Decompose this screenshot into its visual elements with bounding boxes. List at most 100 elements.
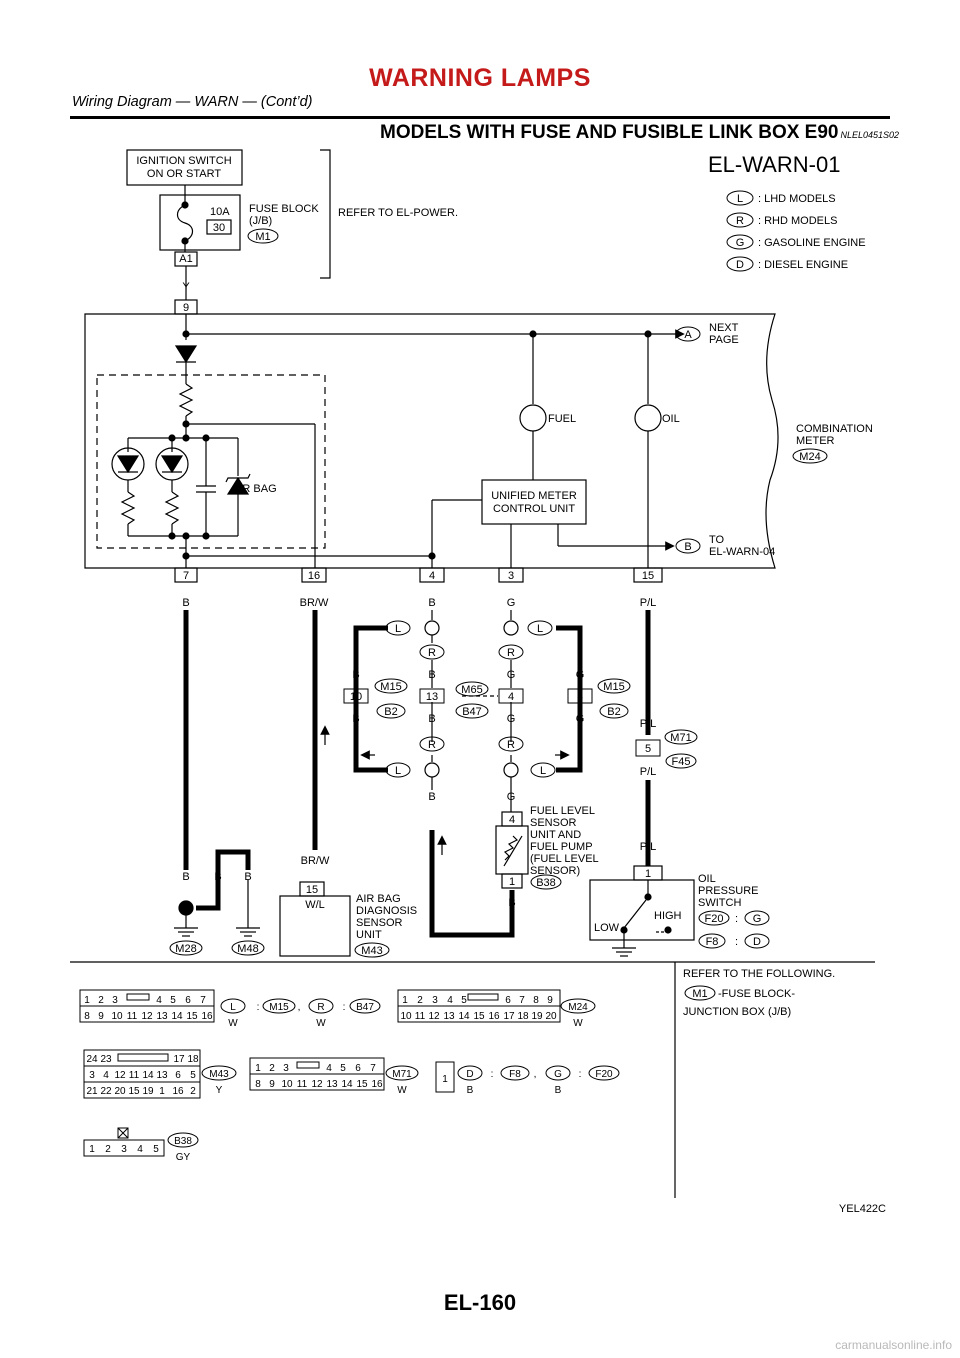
ignition-label-1: IGNITION SWITCH bbox=[136, 155, 231, 167]
diagram-id: EL-WARN-01 bbox=[708, 152, 840, 177]
refer-text: -FUSE BLOCK- bbox=[718, 988, 795, 1000]
c3-r3-1: 21 bbox=[86, 1086, 98, 1097]
c2-b-6: 15 bbox=[473, 1011, 485, 1022]
c2-t-3: 3 bbox=[432, 995, 438, 1006]
oil-d: D bbox=[753, 936, 761, 948]
wire-color-y: Y bbox=[182, 281, 190, 293]
fuel-lamp-label: FUEL bbox=[548, 413, 576, 425]
c3-conn: M43 bbox=[209, 1069, 229, 1080]
section-code: NLEL0451S02 bbox=[840, 130, 900, 140]
c3-r3-6: 1 bbox=[159, 1086, 165, 1097]
pin-3: 3 bbox=[508, 570, 514, 582]
c2-conn: M24 bbox=[568, 1002, 588, 1013]
to-warn-2: EL-WARN-04 bbox=[709, 546, 775, 558]
airbag-unit-box bbox=[279, 895, 351, 957]
c1-t-1: 1 bbox=[84, 995, 90, 1006]
legend: L : LHD MODELS R : RHD MODELS G : GASOLI… bbox=[726, 190, 866, 272]
c2-t-4: 4 bbox=[447, 995, 453, 1006]
wire-color-pin4: B bbox=[428, 597, 435, 609]
c5-colon-2: : bbox=[579, 1069, 582, 1080]
harness-r-2: R bbox=[428, 739, 436, 751]
c2-b-10: 19 bbox=[531, 1011, 543, 1022]
harness-g-4: G bbox=[576, 713, 585, 725]
c2-b-1: 10 bbox=[400, 1011, 412, 1022]
oil-colon-2: : bbox=[735, 936, 738, 948]
unified-meter-box bbox=[481, 479, 587, 525]
fuse-block-label-2: (J/B) bbox=[249, 215, 272, 227]
c1-t-3: 3 bbox=[112, 995, 118, 1006]
c1-b-3: 10 bbox=[111, 1011, 123, 1022]
legend-text-d: : DIESEL ENGINE bbox=[758, 259, 848, 271]
next-page-symbol: A bbox=[684, 329, 692, 341]
connector-m43: 24 23 17 18 3 4 12 11 14 13 6 5 21 22 20… bbox=[83, 1049, 237, 1099]
c1-b-7: 14 bbox=[171, 1011, 183, 1022]
unified-label-1: UNIFIED METER bbox=[491, 490, 577, 502]
legend-symbol-g: G bbox=[736, 237, 745, 249]
c3-r2-6: 13 bbox=[156, 1070, 168, 1081]
next-page-2: PAGE bbox=[709, 334, 739, 346]
c3-color: Y bbox=[216, 1085, 223, 1096]
conn-m24: M24 bbox=[799, 451, 820, 463]
c2-t-9: 9 bbox=[547, 995, 553, 1006]
conn-m1: M1 bbox=[255, 231, 270, 243]
harness-f45: F45 bbox=[672, 756, 691, 768]
a1-label: A1 bbox=[179, 253, 192, 265]
ground-b-3: B bbox=[244, 871, 251, 883]
c2-b-9: 18 bbox=[517, 1011, 529, 1022]
c6-color: GY bbox=[176, 1152, 191, 1163]
c3-r2-7: 6 bbox=[175, 1070, 181, 1081]
refer-power: REFER TO EL-POWER. bbox=[338, 207, 458, 219]
c1-b-5: 12 bbox=[141, 1011, 153, 1022]
harness-m71: M71 bbox=[670, 732, 691, 744]
harness-pl-3: P/L bbox=[640, 841, 657, 853]
harness-b2-right: B2 bbox=[607, 706, 620, 718]
ground-m28: M28 bbox=[175, 943, 196, 955]
c4-b-9: 16 bbox=[371, 1079, 383, 1090]
connector-b38: 1 2 3 4 5 B38 GY bbox=[83, 1127, 199, 1163]
legend-symbol-r: R bbox=[736, 215, 744, 227]
c3-r2-4: 11 bbox=[129, 1070, 140, 1081]
harness-m15-right: M15 bbox=[603, 681, 624, 693]
c4-b-3: 10 bbox=[281, 1079, 293, 1090]
harness-g-2: G bbox=[576, 669, 585, 681]
wire-color-pin15: P/L bbox=[640, 597, 657, 609]
airbag-wire-brw: BR/W bbox=[301, 855, 330, 867]
airbag-lamp-label: AIR BAG bbox=[232, 483, 277, 495]
pin-9: 9 bbox=[183, 302, 189, 314]
next-page-1: NEXT bbox=[709, 322, 739, 334]
c1-colon-1: : bbox=[257, 1002, 260, 1013]
oil-switch-box bbox=[589, 879, 695, 941]
c6-p-1: 1 bbox=[89, 1144, 95, 1155]
combination-meter-outline bbox=[84, 313, 779, 569]
ground-b-1: B bbox=[182, 871, 189, 883]
c2-t-7: 7 bbox=[519, 995, 525, 1006]
c2-b-3: 12 bbox=[428, 1011, 440, 1022]
c1-b-4: 11 bbox=[127, 1011, 138, 1022]
oil-switch-3: SWITCH bbox=[698, 897, 741, 909]
harness-pin-10: 10 bbox=[350, 691, 362, 703]
wire-color-pin3: G bbox=[507, 597, 516, 609]
harness-g-3: G bbox=[507, 713, 516, 725]
c1-colon-2: : bbox=[343, 1002, 346, 1013]
oil-switch-1: OIL bbox=[698, 873, 716, 885]
oil-switch-2: PRESSURE bbox=[698, 885, 759, 897]
harness-pl-2: P/L bbox=[640, 766, 657, 778]
svg-text:,: , bbox=[298, 1002, 301, 1013]
harness-pin-13: 13 bbox=[426, 691, 438, 703]
c4-conn: M71 bbox=[392, 1069, 412, 1080]
c4-t-6: 6 bbox=[355, 1063, 361, 1074]
c5-conn2: F20 bbox=[595, 1069, 613, 1080]
figure-code: YEL422C bbox=[839, 1203, 886, 1215]
c1-sym-color: W bbox=[228, 1018, 238, 1029]
oil-low: LOW bbox=[594, 922, 620, 934]
ground-m48: M48 bbox=[237, 943, 258, 955]
c4-b-2: 9 bbox=[269, 1079, 275, 1090]
fuel-sensor-5: (FUEL LEVEL bbox=[530, 853, 599, 865]
c1-t-5: 5 bbox=[170, 995, 176, 1006]
fuel-sensor-3: UNIT AND bbox=[530, 829, 581, 841]
section-title-text: MODELS WITH FUSE AND FUSIBLE LINK BOX E9… bbox=[380, 122, 839, 143]
connector-views: 1 2 3 4 5 6 7 8 9 10 11 12 13 14 15 16 L… bbox=[79, 989, 620, 1163]
harness-b-5: B bbox=[428, 791, 435, 803]
fuse-number: 30 bbox=[213, 222, 225, 234]
c3-r3-8: 2 bbox=[190, 1086, 196, 1097]
